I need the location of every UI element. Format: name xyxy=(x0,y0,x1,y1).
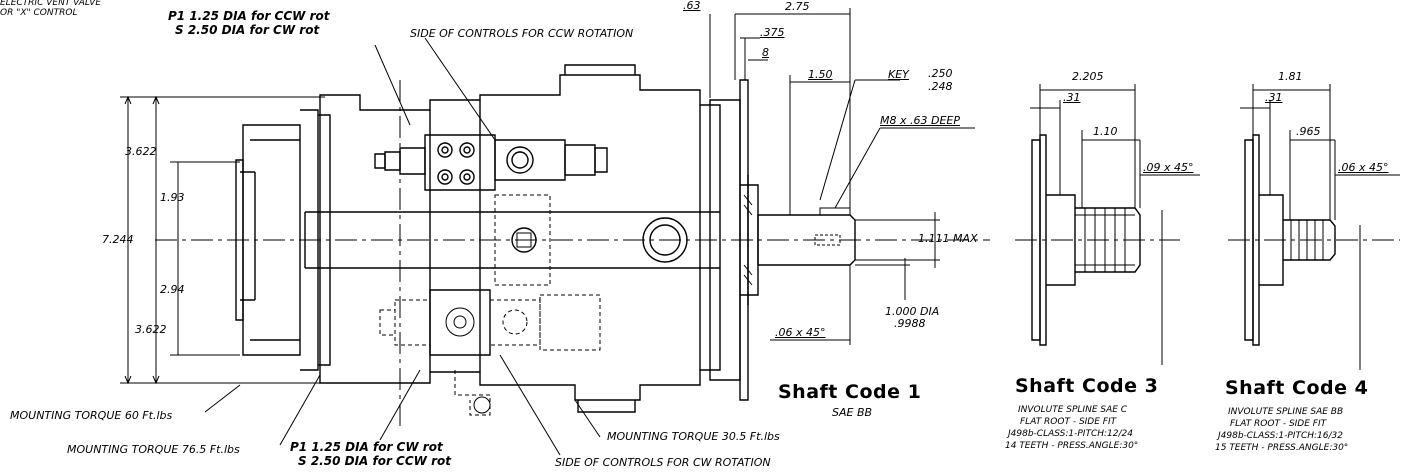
key-min: .248 xyxy=(928,80,953,93)
shaft3-line4: 14 TEETH - PRESS.ANGLE:30° xyxy=(1005,441,1139,451)
shaft3-title: Shaft Code 3 xyxy=(1015,375,1159,397)
side-controls-cw-label: SIDE OF CONTROLS FOR CW ROTATION xyxy=(555,456,771,469)
key-max: .250 xyxy=(928,67,953,80)
dim-063: .63 xyxy=(683,0,701,12)
dim-294: 2.94 xyxy=(160,283,185,296)
shaft4-line1: INVOLUTE SPLINE SAE BB xyxy=(1228,407,1344,417)
port-note-top-line2: S 2.50 DIA for CW rot xyxy=(175,23,320,37)
dim-chamfer-3: .09 x 45° xyxy=(1143,161,1194,174)
shaft1-dimensions xyxy=(710,8,975,345)
dim-0375: .375 xyxy=(760,26,785,39)
shaft3-line2: FLAT ROOT - SIDE FIT xyxy=(1020,417,1117,427)
dim-110: 1.10 xyxy=(1093,125,1118,138)
dim-overall-7244: 7.244 xyxy=(102,233,134,246)
lower-control xyxy=(380,290,600,415)
shaft-1 xyxy=(758,208,940,300)
shaft4-title: Shaft Code 4 xyxy=(1225,377,1369,399)
shaft1-sub: SAE BB xyxy=(832,406,873,419)
dim-193: 1.93 xyxy=(160,191,185,204)
dim-150: 1.50 xyxy=(808,68,833,81)
shaft3-line3: J498b-CLASS:1-PITCH:12/24 xyxy=(1008,429,1133,439)
dim-275: 2.75 xyxy=(785,0,810,13)
shaft-4 xyxy=(1240,84,1400,370)
dim-lower-3622: 3.622 xyxy=(135,323,167,336)
key-label: KEY xyxy=(888,68,909,81)
dim-181: 1.81 xyxy=(1278,70,1303,83)
dim-2205: 2.205 xyxy=(1072,70,1104,83)
shaft1-title: Shaft Code 1 xyxy=(778,381,922,403)
shaft4-line2: FLAT ROOT - SIDE FIT xyxy=(1230,419,1327,429)
shaft4-line3: J498b-CLASS:1-PITCH:16/32 xyxy=(1218,431,1343,441)
rear-cover xyxy=(236,110,330,370)
ports xyxy=(495,195,687,285)
side-controls-ccw-label: SIDE OF CONTROLS FOR CCW ROTATION xyxy=(410,27,634,40)
vent-valve-note-line2: OR "X" CONTROL xyxy=(0,8,78,18)
shaft-3 xyxy=(1030,84,1200,365)
shaft4-line4: 15 TEETH - PRESS.ANGLE:30° xyxy=(1215,443,1349,453)
port-note-bottom-line2: S 2.50 DIA for CCW rot xyxy=(298,454,451,468)
thread-label: M8 x .63 DEEP xyxy=(880,114,960,127)
dim-chamfer-1: .06 x 45° xyxy=(775,326,826,339)
left-dimensions xyxy=(120,97,325,383)
mounting-torque-76: MOUNTING TORQUE 76.5 Ft.lbs xyxy=(67,443,240,456)
dim-1111-max: 1.111 MAX xyxy=(918,232,978,245)
dim-031-s4: .31 xyxy=(1265,91,1283,104)
dim-chamfer-4: .06 x 45° xyxy=(1338,161,1389,174)
shaft3-line1: INVOLUTE SPLINE SAE C xyxy=(1018,405,1128,415)
dim-upper-3622: 3.622 xyxy=(125,145,157,158)
port-note-bottom-line1: P1 1.25 DIA for CW rot xyxy=(290,440,443,454)
dim-dia-min: .9988 xyxy=(894,317,926,330)
mounting-torque-60: MOUNTING TORQUE 60 Ft.lbs xyxy=(10,409,173,422)
vent-valve-note-line1: ELECTRIC VENT VALVE xyxy=(0,0,102,8)
port-note-top-line1: P1 1.25 DIA for CCW rot xyxy=(168,9,330,23)
dim-031-s3: .31 xyxy=(1063,91,1081,104)
dim-dia-nom: 1.000 DIA xyxy=(885,305,940,318)
mounting-torque-30: MOUNTING TORQUE 30.5 Ft.lbs xyxy=(607,430,780,443)
mounting-flange xyxy=(710,80,758,400)
control-block xyxy=(375,135,607,190)
leader-lines xyxy=(205,38,600,455)
dim-0965: .965 xyxy=(1296,125,1321,138)
dim-8: 8 xyxy=(762,46,769,59)
